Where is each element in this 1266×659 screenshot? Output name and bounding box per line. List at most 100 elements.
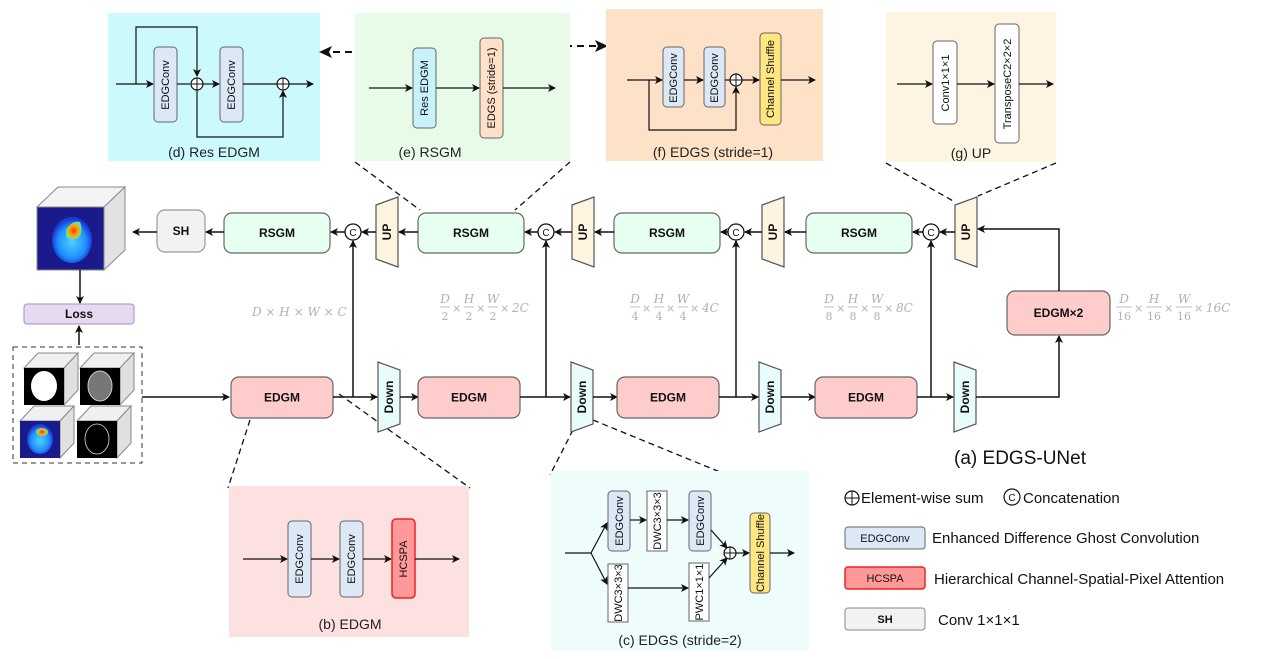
svg-text:Down: Down xyxy=(382,381,396,414)
svg-text:EDGM: EDGM xyxy=(650,391,686,405)
svg-text:HCSPA: HCSPA xyxy=(866,573,904,585)
svg-text:H: H xyxy=(463,292,475,306)
svg-text:×: × xyxy=(860,302,869,315)
svg-text:Down: Down xyxy=(763,381,777,414)
svg-text:4: 4 xyxy=(680,310,687,323)
svg-text:8: 8 xyxy=(826,310,833,323)
connection-arrow xyxy=(977,225,1060,291)
prediction-volume xyxy=(35,185,127,272)
svg-text:8: 8 xyxy=(874,310,881,323)
svg-text:EDGConv: EDGConv xyxy=(695,496,707,546)
legend-item-edgconv: EDGConv Enhanced Difference Ghost Convol… xyxy=(844,526,1199,550)
down-block: Down xyxy=(377,361,401,433)
loss-block: Loss xyxy=(23,303,135,325)
edgconv-block: EDGConv xyxy=(287,520,312,598)
svg-text:D × H × W × C: D × H × W × C xyxy=(251,305,347,319)
svg-text:EDGConv: EDGConv xyxy=(226,60,238,110)
down-block: Down xyxy=(953,361,977,433)
sum-icon xyxy=(723,546,737,560)
sum-icon xyxy=(844,490,860,506)
svg-text:D: D xyxy=(629,292,640,306)
svg-text:2C: 2C xyxy=(511,301,529,315)
svg-text:Down: Down xyxy=(575,381,589,414)
dwconv-block: DWC3×3×3 xyxy=(607,563,629,623)
up-block: UP xyxy=(954,196,978,268)
svg-text:Conv1×1×1: Conv1×1×1 xyxy=(940,55,952,112)
panel-title: (g) UP xyxy=(951,145,991,161)
svg-text:EDGM: EDGM xyxy=(848,391,884,405)
edgconv-block: EDGConv xyxy=(339,520,364,598)
encoder-edgm-block: EDGM xyxy=(616,376,720,419)
svg-text:UP: UP xyxy=(380,224,394,241)
svg-text:Channel Shuffle: Channel Shuffle xyxy=(765,40,777,118)
concat-icon: C xyxy=(537,223,555,241)
panel-title: (f) EDGS (stride=1) xyxy=(653,144,773,160)
svg-text:16: 16 xyxy=(1177,310,1191,323)
down-block: Down xyxy=(570,361,594,433)
svg-text:×: × xyxy=(884,302,893,315)
panel-title: (b) EDGM xyxy=(319,616,382,632)
edgconv-block: EDGConv xyxy=(703,46,726,108)
svg-text:RSGM: RSGM xyxy=(453,226,489,240)
res-edgm-block: Res EDGM xyxy=(412,47,437,129)
svg-text:RSGM: RSGM xyxy=(649,226,685,240)
svg-text:×: × xyxy=(642,302,651,315)
svg-text:H: H xyxy=(653,292,665,306)
svg-text:EDGConv: EDGConv xyxy=(614,496,626,546)
svg-text:UP: UP xyxy=(576,224,590,241)
feature-dim-label: D × H × W × C xyxy=(251,305,347,319)
encoder-edgm-block: EDGM xyxy=(417,376,521,419)
sh-block: SH xyxy=(156,209,206,253)
svg-text:EDGConv: EDGConv xyxy=(346,534,358,584)
svg-text:Down: Down xyxy=(958,381,972,414)
svg-text:H: H xyxy=(1148,292,1160,306)
concat-icon: C xyxy=(344,223,362,241)
svg-text:×: × xyxy=(836,302,845,315)
svg-text:SH: SH xyxy=(877,614,892,626)
svg-text:EDGConv: EDGConv xyxy=(294,534,306,584)
down-block: Down xyxy=(758,361,782,433)
diagram-title: (a) EDGS-UNet xyxy=(954,448,1087,469)
svg-text:W: W xyxy=(487,292,501,306)
connection-arrow xyxy=(976,335,1063,398)
concat-icon: C xyxy=(922,223,940,241)
panel-edgs-stride1: EDGConv EDGConv Channel Shuffle (f) EDGS… xyxy=(606,9,823,161)
decoder-rsgm-block: RSGM xyxy=(613,212,721,254)
svg-text:×: × xyxy=(690,302,699,315)
svg-text:RSGM: RSGM xyxy=(259,226,295,240)
svg-text:DWC3×3×3: DWC3×3×3 xyxy=(613,564,625,621)
svg-text:4: 4 xyxy=(632,310,639,323)
legend-sum-label: Element-wise sum xyxy=(861,490,984,507)
svg-text:EDGConv: EDGConv xyxy=(709,53,721,103)
svg-text:Loss: Loss xyxy=(65,307,93,321)
bottleneck-edgm-block: EDGM×2 xyxy=(1006,290,1111,336)
channel-shuffle-block: Channel Shuffle xyxy=(749,512,771,594)
encoder-edgm-block: EDGM xyxy=(814,376,918,419)
svg-text:×: × xyxy=(500,302,509,315)
input-mri-volume xyxy=(78,351,136,407)
svg-text:EDGM: EDGM xyxy=(451,391,487,405)
input-edge-volume xyxy=(75,404,133,460)
feature-dim-label: D16×H16×W16×16C xyxy=(1116,292,1230,323)
sum-icon xyxy=(729,73,743,87)
legend-item-hcspa: HCSPA Hierarchical Channel-Spatial-Pixel… xyxy=(844,566,1224,590)
pwconv-block: PWC1×1×1 xyxy=(688,562,710,622)
edgconv-block: EDGConv xyxy=(153,46,178,123)
svg-text:UP: UP xyxy=(766,224,780,241)
concat-icon: C xyxy=(1003,488,1021,506)
edgconv-block: EDGConv xyxy=(607,490,631,552)
up-block: UP xyxy=(571,196,595,268)
svg-text:EDGM: EDGM xyxy=(264,391,300,405)
input-volumes xyxy=(12,346,143,464)
svg-text:4C: 4C xyxy=(701,301,719,315)
decoder-rsgm-block: RSGM xyxy=(417,212,525,254)
feature-dim-label: D2×H2×W2×2C xyxy=(439,292,529,323)
svg-text:D: D xyxy=(1118,292,1129,306)
edgconv-block: EDGConv xyxy=(662,46,685,108)
legend-item-sh: SH Conv 1×1×1 xyxy=(844,607,1020,631)
svg-text:PWC1×1×1: PWC1×1×1 xyxy=(694,564,706,621)
svg-text:8C: 8C xyxy=(896,301,913,315)
svg-text:×: × xyxy=(476,302,485,315)
channel-shuffle-block: Channel Shuffle xyxy=(759,32,782,126)
svg-text:×: × xyxy=(1164,302,1173,315)
